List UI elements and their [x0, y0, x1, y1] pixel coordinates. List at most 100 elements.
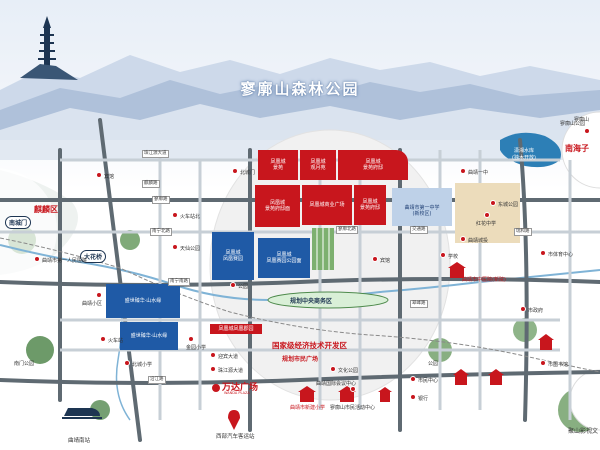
plot-blue-4[interactable]: 盛世臻华·山水缘	[120, 322, 178, 350]
poi-label: 公园	[238, 284, 249, 290]
poi-label: 北城门	[240, 170, 256, 176]
road-label: 翠峰路	[410, 300, 428, 308]
road-label: 交通路	[410, 226, 428, 234]
poi-marker[interactable]	[96, 292, 102, 298]
poi-marker[interactable]	[230, 282, 236, 288]
plot-label: 凤凰城 景苑府邸	[359, 199, 380, 211]
poi-marker[interactable]	[490, 200, 496, 206]
label-nanchengmen: 南城门	[5, 216, 32, 229]
plot-label: 凤凰城 景苑府邸	[362, 159, 383, 171]
plot-fenghuang-3[interactable]: 凤凰城 景苑府邸	[338, 150, 408, 180]
plot-label: 凤凰城 凤凰赛园公园面	[266, 252, 302, 264]
poi-marker[interactable]	[232, 168, 238, 174]
poi-marker[interactable]	[34, 256, 40, 262]
poi-label: 曲靖国际会议中心	[316, 381, 357, 387]
poi-label: 银行	[418, 396, 429, 402]
poi-marker[interactable]	[210, 352, 216, 358]
label-dahuaqiao: 大花桥	[80, 250, 107, 263]
road-label: 瑞和路	[514, 228, 532, 236]
road-label: 麒麟路	[142, 180, 160, 188]
poi-marker[interactable]	[188, 336, 194, 342]
plot-fenghuang-1[interactable]: 凤凰城 景苑	[258, 150, 298, 180]
wanda-logo-icon	[212, 383, 220, 392]
poi-label: 市图书馆	[548, 362, 569, 368]
poi-marker[interactable]	[410, 376, 416, 382]
label-cbd: 规划中央商务区	[290, 298, 333, 305]
plot-fenghuang-5[interactable]: 凤凰城 景苑府邸面	[255, 185, 300, 227]
poi-label: 文化公园	[338, 368, 359, 374]
district-nanhaizi: 南海子	[565, 144, 589, 153]
landmark-park2[interactable]: 公园	[428, 361, 439, 367]
plot-label: 凤凰城 景苑	[270, 159, 286, 171]
landmark-xinjian[interactable]: 曲靖市新建小学	[290, 405, 326, 411]
poi-marker[interactable]	[460, 236, 466, 242]
landmark-science[interactable]: 寥廓山市民活动中心	[330, 405, 376, 411]
poi-label: 珠江源大道	[218, 368, 244, 374]
poi-label: 曲靖市第一人民医院	[42, 258, 88, 264]
qilin-area	[0, 168, 57, 292]
poi-marker[interactable]	[172, 244, 178, 250]
poi-marker[interactable]	[172, 212, 178, 218]
poi-label: 市体育中心	[548, 252, 574, 258]
nanhaizi-area	[561, 111, 600, 189]
plot-fenghuang-main[interactable]: 凤凰城商业广场	[302, 185, 352, 225]
poi-marker[interactable]	[100, 336, 106, 342]
plot-fenghuang-9[interactable]: 凤凰城 景苑府邸	[354, 185, 386, 225]
wanda-en: WANDA PLAZA	[224, 391, 250, 395]
poi-label: 金园小学	[186, 345, 207, 351]
label-reservoir: 潇湘水库	[514, 148, 535, 154]
road-label: 珠江源大道	[142, 150, 169, 158]
poi-marker[interactable]	[124, 360, 130, 366]
school-block	[392, 188, 452, 226]
road-label: 南宁北路	[150, 228, 172, 236]
poi-marker[interactable]	[540, 360, 546, 366]
plot-label: 凤凰城商业广场	[309, 202, 345, 208]
poi-label: 寥廓山公园	[560, 121, 586, 127]
plot-blue-1[interactable]: 凤凰城 凤凰赛园	[212, 232, 254, 280]
poi-label: 市民中心	[418, 378, 439, 384]
landmark-hospital[interactable]: 曲靖市中医院(新院)	[462, 277, 506, 283]
plot-fenghuang-2[interactable]: 凤凰城 观月苑	[300, 150, 336, 180]
poi-marker[interactable]	[350, 386, 356, 392]
poi-marker[interactable]	[520, 306, 526, 312]
wanda-plaza[interactable]: 万达广场	[212, 380, 258, 393]
poi-label: 东城公园	[498, 202, 519, 208]
poi-marker[interactable]	[410, 394, 416, 400]
plot-blue-2[interactable]: 凤凰城 凤凰赛园公园面	[258, 238, 310, 278]
poi-label: 迎宾大道	[218, 354, 239, 360]
road-label: 寥廓北路	[336, 226, 358, 234]
poi-marker[interactable]	[440, 252, 446, 258]
wanda-label: 万达广场	[222, 383, 259, 393]
road-label: 寥廓路	[152, 196, 170, 204]
poi-label: 学校	[448, 254, 459, 260]
road-label: 南宁南路	[168, 278, 190, 286]
pagoda-icon	[20, 16, 78, 80]
landmark-park1[interactable]: 南门公园	[14, 361, 35, 367]
poi-marker[interactable]	[540, 250, 546, 256]
poi-label: 宾馆	[104, 174, 115, 180]
poi-marker[interactable]	[96, 172, 102, 178]
plot-label: 盛世臻华·山水缘	[130, 333, 168, 339]
school-label[interactable]: 曲靖市第一中学 (新校区)	[394, 204, 450, 218]
poi-marker[interactable]	[372, 256, 378, 262]
poi-label: 宾馆	[380, 258, 391, 264]
label-juying: 聚山影视文	[568, 428, 599, 435]
plot-label: 曲靖市第一中学 (新校区)	[404, 205, 440, 217]
district-qilin: 麒麟区	[34, 205, 58, 214]
poi-label: 火车站	[108, 338, 124, 344]
label-qujing-south: 曲靖南站	[68, 438, 91, 444]
poi-marker[interactable]	[210, 366, 216, 372]
poi-marker[interactable]	[484, 212, 490, 218]
plot-blue-3[interactable]: 盛世臻华·山水缘	[106, 284, 180, 318]
poi-label: 市政府	[528, 308, 544, 314]
plot-label: 盛世臻华·山水缘	[124, 298, 162, 304]
location-pin-icon	[228, 410, 240, 430]
poi-marker[interactable]	[584, 128, 590, 134]
label-kaifaqu: 国家级经济技术开发区	[272, 341, 347, 350]
poi-marker[interactable]	[330, 366, 336, 372]
park-strip-lines	[316, 228, 330, 270]
poi-marker[interactable]	[460, 168, 466, 174]
zone-label-fenghuang[interactable]: 凤凰城凤凰郡园	[210, 324, 262, 334]
